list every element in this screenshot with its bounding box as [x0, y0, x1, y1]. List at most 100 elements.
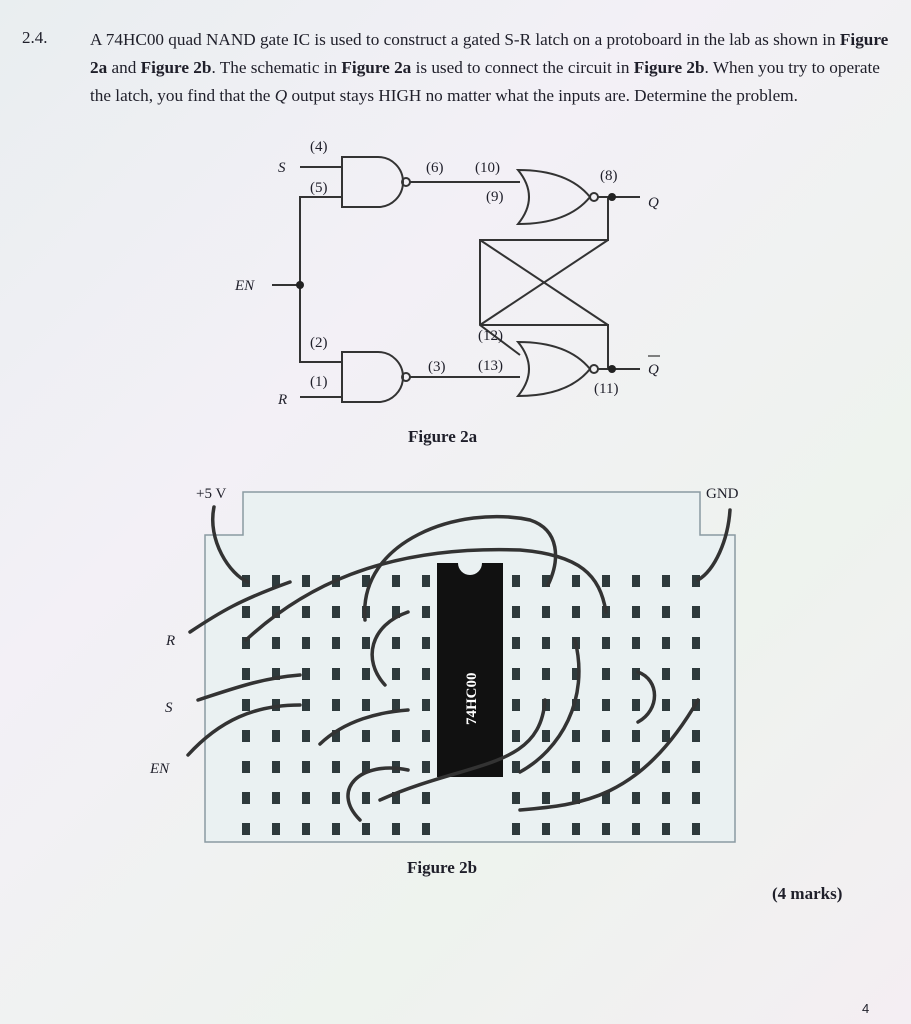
protoboard-hole: [392, 823, 400, 835]
pin-9: (9): [486, 189, 504, 205]
protoboard-hole: [542, 761, 550, 773]
protoboard-hole: [572, 823, 580, 835]
figure-2a-ref: Figure 2a: [90, 30, 889, 77]
figure-2b-ref: Figure 2b: [140, 58, 212, 77]
protoboard-hole: [242, 761, 250, 773]
protoboard-hole: [302, 792, 310, 804]
protoboard-hole: [542, 823, 550, 835]
ic-label: 74HC00: [464, 673, 480, 726]
en-junction-dot: [296, 281, 304, 289]
protoboard-hole: [662, 575, 670, 587]
protoboard-hole: [332, 730, 340, 742]
protoboard-hole: [422, 668, 430, 680]
protoboard-hole: [602, 699, 610, 711]
protoboard-hole: [692, 792, 700, 804]
jumper-6: [378, 698, 547, 802]
nand-gate-3: [515, 168, 592, 226]
protoboard-hole: [572, 606, 580, 618]
jumper-2: [363, 514, 558, 622]
protoboard-hole: [662, 792, 670, 804]
label-s: S: [278, 160, 286, 176]
protoboard-hole: [632, 761, 640, 773]
pin-11: (11): [594, 381, 618, 397]
protoboard-hole: [662, 730, 670, 742]
protoboard-hole: [512, 606, 520, 618]
protoboard-hole: [272, 606, 280, 618]
protoboard-hole: [512, 823, 520, 835]
protoboard-hole: [302, 761, 310, 773]
protoboard-hole: [272, 792, 280, 804]
q-output-symbol: Q: [274, 86, 288, 105]
nand-gate-2: [341, 351, 404, 403]
protoboard-hole: [632, 730, 640, 742]
protoboard-hole: [512, 699, 520, 711]
protoboard-hole: [602, 575, 610, 587]
pin-4: (4): [310, 139, 328, 155]
jumper-1: [244, 547, 608, 642]
figure-2b-labels: +5 V GND R S EN: [149, 486, 739, 777]
protoboard-hole: [362, 637, 370, 649]
protoboard-hole: [362, 761, 370, 773]
pin-5: (5): [310, 180, 328, 196]
pin-12: (12): [478, 328, 503, 344]
ic-notch: [458, 563, 482, 575]
pin-1: (1): [310, 374, 328, 390]
label-qbar: Q: [648, 362, 659, 378]
pin-13: (13): [478, 358, 503, 374]
protoboard-hole: [632, 823, 640, 835]
protoboard-hole: [692, 575, 700, 587]
protoboard-hole: [242, 606, 250, 618]
board-label-s: S: [165, 700, 173, 716]
protoboard-hole: [242, 699, 250, 711]
protoboard-hole: [272, 637, 280, 649]
board-label-en: EN: [149, 761, 170, 777]
r-wire: [188, 580, 292, 634]
protoboard-hole: [242, 823, 250, 835]
protoboard-hole: [362, 792, 370, 804]
figure-2a-labels: S EN R Q Q (4) (5) (6) (10) (9) (8) (2) …: [234, 139, 660, 408]
protoboard-hole: [362, 668, 370, 680]
protoboard-hole: [332, 761, 340, 773]
protoboard-hole: [332, 637, 340, 649]
protoboard-hole: [242, 637, 250, 649]
protoboard-hole: [692, 823, 700, 835]
protoboard-hole: [572, 792, 580, 804]
protoboard-hole: [542, 730, 550, 742]
figure-2b-protoboard: 74HC00: [204, 491, 736, 843]
figure-2b-ref-2: Figure 2b: [633, 58, 705, 77]
protoboard-hole: [662, 606, 670, 618]
jumper-7: [518, 638, 581, 774]
protoboard-hole: [512, 668, 520, 680]
marks: (4 marks): [772, 884, 843, 903]
protoboard-hole: [542, 606, 550, 618]
protoboard-hole: [572, 761, 580, 773]
protoboard-hole: [542, 575, 550, 587]
board-label-r: R: [165, 633, 175, 649]
protoboard-hole: [512, 637, 520, 649]
protoboard-hole: [632, 606, 640, 618]
protoboard-hole: [422, 730, 430, 742]
protoboard-hole: [272, 761, 280, 773]
jumper-4: [318, 708, 410, 746]
protoboard-hole: [632, 575, 640, 587]
s-wire: [196, 673, 302, 702]
q-output-dot: [608, 193, 616, 201]
protoboard-hole: [602, 761, 610, 773]
label-r: R: [277, 392, 287, 408]
protoboard-hole: [542, 668, 550, 680]
protoboard-hole: [572, 668, 580, 680]
protoboard-hole: [662, 668, 670, 680]
protoboard-hole: [602, 730, 610, 742]
protoboard-hole: [272, 823, 280, 835]
protoboard-hole: [392, 637, 400, 649]
en-wire-board: [186, 703, 302, 757]
protoboard-hole: [692, 637, 700, 649]
figure-2b-caption: Figure 2b: [407, 858, 478, 877]
protoboard-hole: [422, 699, 430, 711]
protoboard-hole: [422, 792, 430, 804]
protoboard-hole: [302, 730, 310, 742]
protoboard-hole: [422, 637, 430, 649]
protoboard-hole: [662, 823, 670, 835]
protoboard-hole: [302, 699, 310, 711]
